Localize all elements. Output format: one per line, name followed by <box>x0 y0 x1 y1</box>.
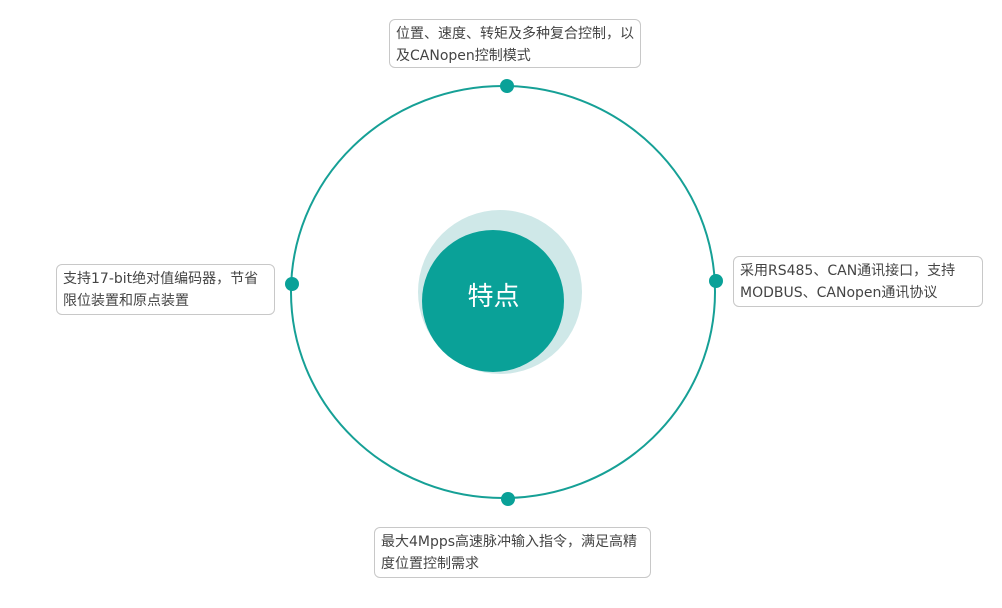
feature-box-pulse-input: 最大4Mpps高速脉冲输入指令，满足高精度位置控制需求 <box>374 527 651 578</box>
node-top <box>500 79 514 93</box>
node-bottom <box>501 492 515 506</box>
feature-box-communication: 采用RS485、CAN通讯接口，支持MODBUS、CANopen通讯协议 <box>733 256 983 307</box>
center-circle <box>422 230 564 372</box>
node-left <box>285 277 299 291</box>
feature-box-control-modes: 位置、速度、转矩及多种复合控制，以及CANopen控制模式 <box>389 19 641 68</box>
center-label: 特点 <box>467 282 520 312</box>
node-right <box>709 274 723 288</box>
feature-box-encoder: 支持17-bit绝对值编码器，节省限位装置和原点装置 <box>56 264 275 315</box>
